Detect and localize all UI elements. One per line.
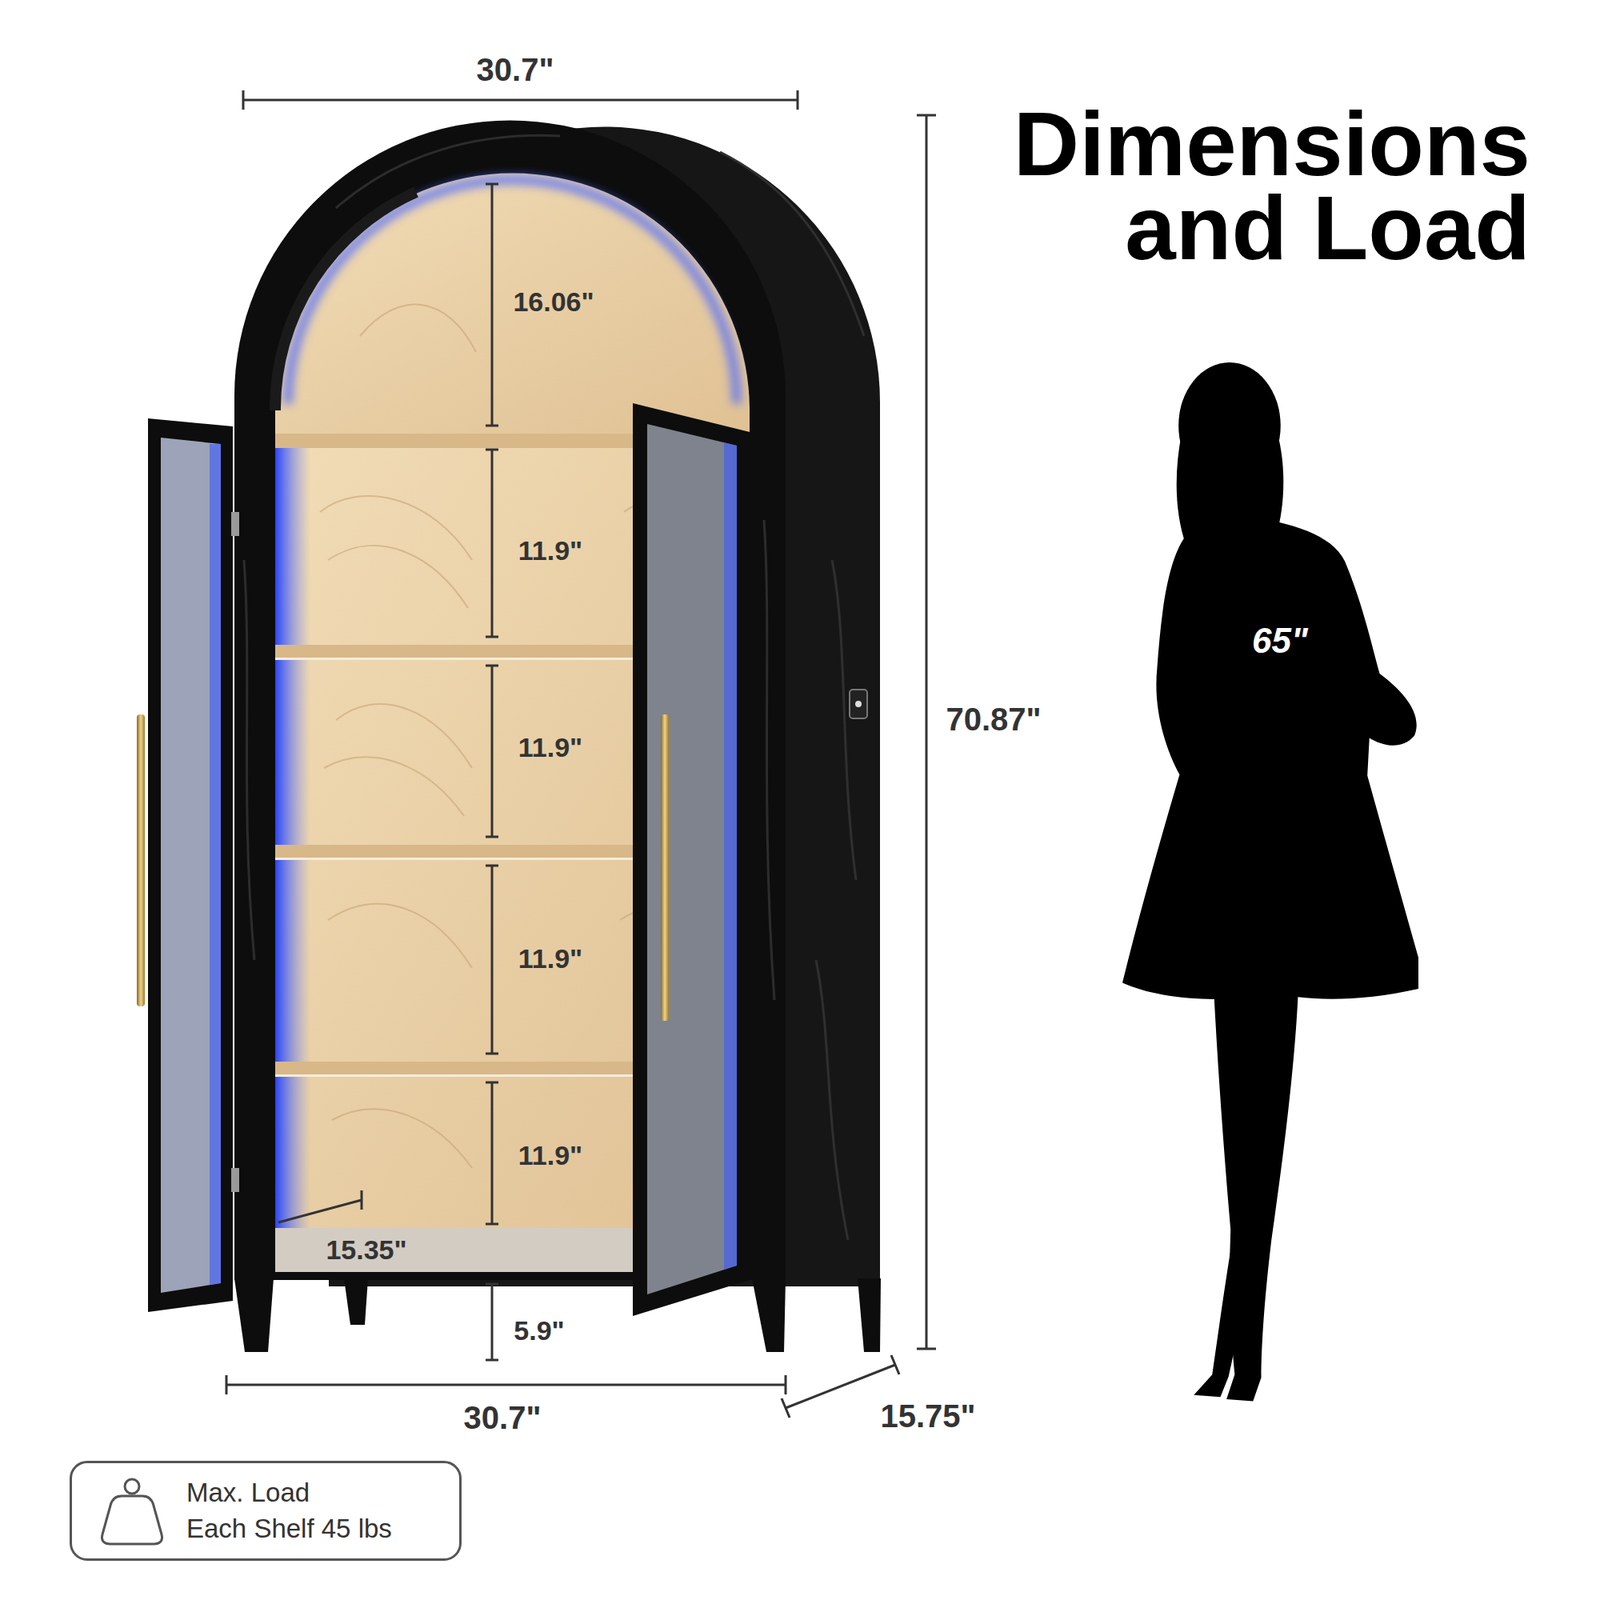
dimension-label: 70.87" — [945, 700, 1041, 738]
dimension-label: 11.9" — [518, 1140, 583, 1172]
dimension-label: 11.9" — [518, 732, 583, 764]
dimension-label: 30.7" — [476, 51, 555, 88]
glass-door — [632, 403, 750, 1316]
touch-sensor — [849, 689, 868, 719]
arch-interior — [275, 173, 750, 435]
glass-door — [136, 418, 240, 1312]
load-info-box: Max. LoadEach Shelf 45 lbs — [69, 1460, 462, 1561]
dimension-label: 5.9" — [513, 1315, 564, 1347]
dimension-label: 11.9" — [518, 943, 583, 975]
silhouette-shape — [1122, 362, 1419, 1404]
legs — [234, 1278, 881, 1352]
box-body: Each Shelf 45 lbs — [186, 1511, 440, 1548]
page-title: Dimensions and Load — [970, 102, 1531, 271]
door-handle — [660, 714, 669, 1021]
door-handle — [136, 714, 145, 1007]
person-silhouette: 65" — [1122, 362, 1419, 1404]
dimension-label: 11.9" — [518, 535, 583, 567]
dimension-label: 15.75" — [880, 1397, 976, 1435]
box-heading: Max. Load — [186, 1475, 440, 1512]
dimension-lines — [226, 90, 936, 1418]
weight-icon — [96, 1475, 168, 1548]
dimension-label: 30.7" — [464, 1399, 542, 1436]
dimension-label: 16.06" — [512, 286, 594, 318]
height-label: 65" — [1252, 621, 1308, 660]
dimension-label: 15.35" — [325, 1234, 407, 1266]
